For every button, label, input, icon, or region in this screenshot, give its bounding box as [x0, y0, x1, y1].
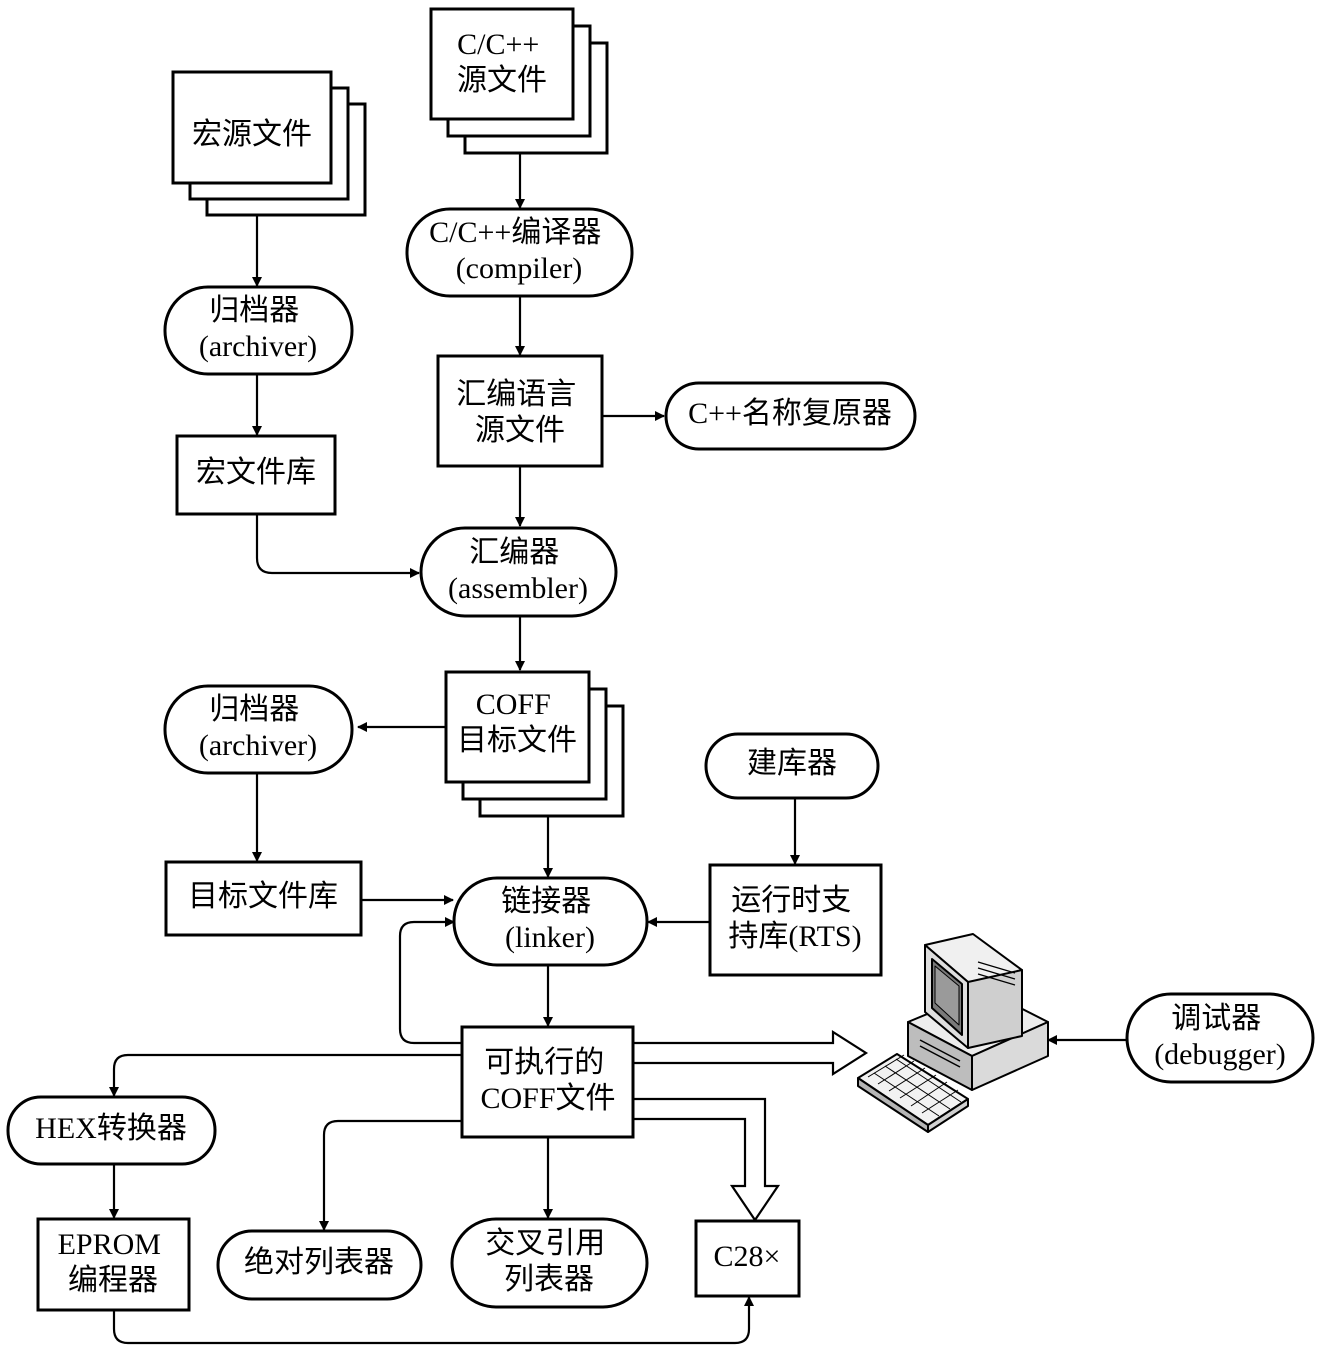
node-label: 宏文件库 [196, 456, 316, 489]
node-cpp-source: C/C++ 源文件 [429, 7, 609, 155]
node-label-line: 源文件 [457, 64, 547, 97]
node-label: 汇编语言 源文件 [456, 378, 584, 447]
node-label-line: 运行时支 [731, 884, 851, 917]
node-label-line: C/C++编译器 [429, 216, 601, 249]
node-label: C28× [714, 1240, 781, 1273]
node-label-line: 可执行的 [484, 1046, 604, 1079]
node-hex-converter: HEX转换器 [6, 1095, 217, 1166]
node-library-builder: 建库器 [704, 732, 880, 800]
node-rts-library: 运行时支 持库(RTS) [708, 863, 883, 977]
block-arrow-executable-to-c28x [631, 1097, 781, 1222]
node-label: 归档器 (archiver) [199, 294, 317, 363]
node-archiver-top: 归档器 (archiver) [163, 285, 354, 376]
node-c28x: C28× [694, 1219, 801, 1298]
node-label: 汇编器 (assembler) [448, 536, 588, 605]
node-label-line: 目标文件 [457, 724, 577, 757]
node-label-line: 持库(RTS) [728, 920, 861, 953]
node-macro-source: 宏源文件 [171, 70, 367, 217]
node-archiver-mid: 归档器 (archiver) [163, 684, 354, 775]
node-asm-source: 汇编语言 源文件 [436, 354, 604, 468]
node-label-line: 汇编器 [469, 536, 559, 569]
node-demangler: C++名称复原器 [664, 381, 917, 451]
node-label-line: (compiler) [456, 252, 583, 285]
node-label: 调试器 (debugger) [1154, 1002, 1286, 1071]
node-linker: 链接器 (linker) [452, 876, 649, 967]
node-eprom: EPROM 编程器 [36, 1217, 191, 1312]
node-label-line: (debugger) [1154, 1038, 1286, 1071]
computer-icon [857, 933, 1049, 1133]
node-debugger: 调试器 (debugger) [1125, 992, 1315, 1084]
node-label: C++名称复原器 [688, 397, 892, 430]
arrow-eprom-to-c28x [112, 1296, 754, 1345]
connectors [109, 154, 1126, 1345]
node-coff-object: COFF 目标文件 [444, 670, 625, 818]
node-label-line: (archiver) [199, 729, 317, 762]
node-label-line: 编程器 [68, 1264, 158, 1297]
node-label-line: 建库器 [747, 747, 837, 780]
node-executable: 可执行的 COFF文件 [460, 1025, 635, 1139]
node-assembler: 汇编器 (assembler) [419, 526, 618, 618]
node-label-line: HEX转换器 [35, 1112, 187, 1145]
node-label-line: 调试器 [1171, 1002, 1261, 1035]
node-label-line: COFF文件 [480, 1082, 615, 1115]
block-arrow-executable-to-computer [631, 1029, 869, 1077]
node-label: EPROM 编程器 [58, 1228, 169, 1297]
node-label-line: 宏源文件 [192, 118, 312, 151]
node-object-library: 目标文件库 [164, 860, 363, 937]
node-label-line: C28× [714, 1240, 781, 1273]
node-label: C/C++编译器 (compiler) [429, 216, 609, 285]
node-label-line: (archiver) [199, 330, 317, 363]
node-label: COFF 目标文件 [457, 688, 577, 757]
node-absolute-lister: 绝对列表器 [216, 1229, 423, 1301]
node-label-line: 交叉引用 [485, 1227, 605, 1260]
node-label: 建库器 [747, 747, 837, 780]
node-label: 可执行的 COFF文件 [480, 1046, 615, 1115]
node-label-line: 归档器 [209, 693, 299, 726]
node-label-line: COFF [476, 688, 551, 721]
node-label: C/C++ 源文件 [457, 28, 547, 97]
node-label-line: 源文件 [475, 414, 565, 447]
node-label-line: 绝对列表器 [244, 1246, 394, 1279]
node-label-line: 汇编语言 [456, 378, 576, 411]
node-label-line: EPROM [58, 1228, 161, 1261]
arrow-executable-feedback-to-linker [398, 917, 462, 1045]
node-label-line: C++名称复原器 [688, 397, 892, 430]
arrow-executable-to-absolute-lister [319, 1119, 462, 1231]
node-label: 目标文件库 [188, 880, 338, 913]
node-compiler: C/C++编译器 (compiler) [405, 207, 634, 298]
node-macro-library: 宏文件库 [175, 434, 337, 516]
node-label-line: 链接器 [501, 885, 591, 918]
node-label: 宏源文件 [192, 118, 312, 151]
arrow-macrolib-to-assembler [255, 515, 420, 578]
node-label-line: 目标文件库 [188, 880, 338, 913]
node-label-line: (linker) [505, 921, 595, 954]
node-label-line: 归档器 [209, 294, 299, 327]
node-label-line: C/C++ [457, 28, 539, 61]
node-label-line: 宏文件库 [196, 456, 316, 489]
arrow-executable-to-hex [109, 1053, 462, 1097]
node-label: 链接器 (linker) [501, 885, 599, 954]
node-label-line: (assembler) [448, 572, 588, 605]
node-xref-lister: 交叉引用 列表器 [450, 1217, 649, 1309]
node-label: 运行时支 持库(RTS) [728, 884, 861, 953]
node-label: 归档器 (archiver) [199, 693, 317, 762]
node-label-line: 列表器 [504, 1263, 594, 1296]
node-label: 绝对列表器 [244, 1246, 394, 1279]
node-label: HEX转换器 [35, 1112, 187, 1145]
node-label: 交叉引用 列表器 [485, 1227, 613, 1296]
